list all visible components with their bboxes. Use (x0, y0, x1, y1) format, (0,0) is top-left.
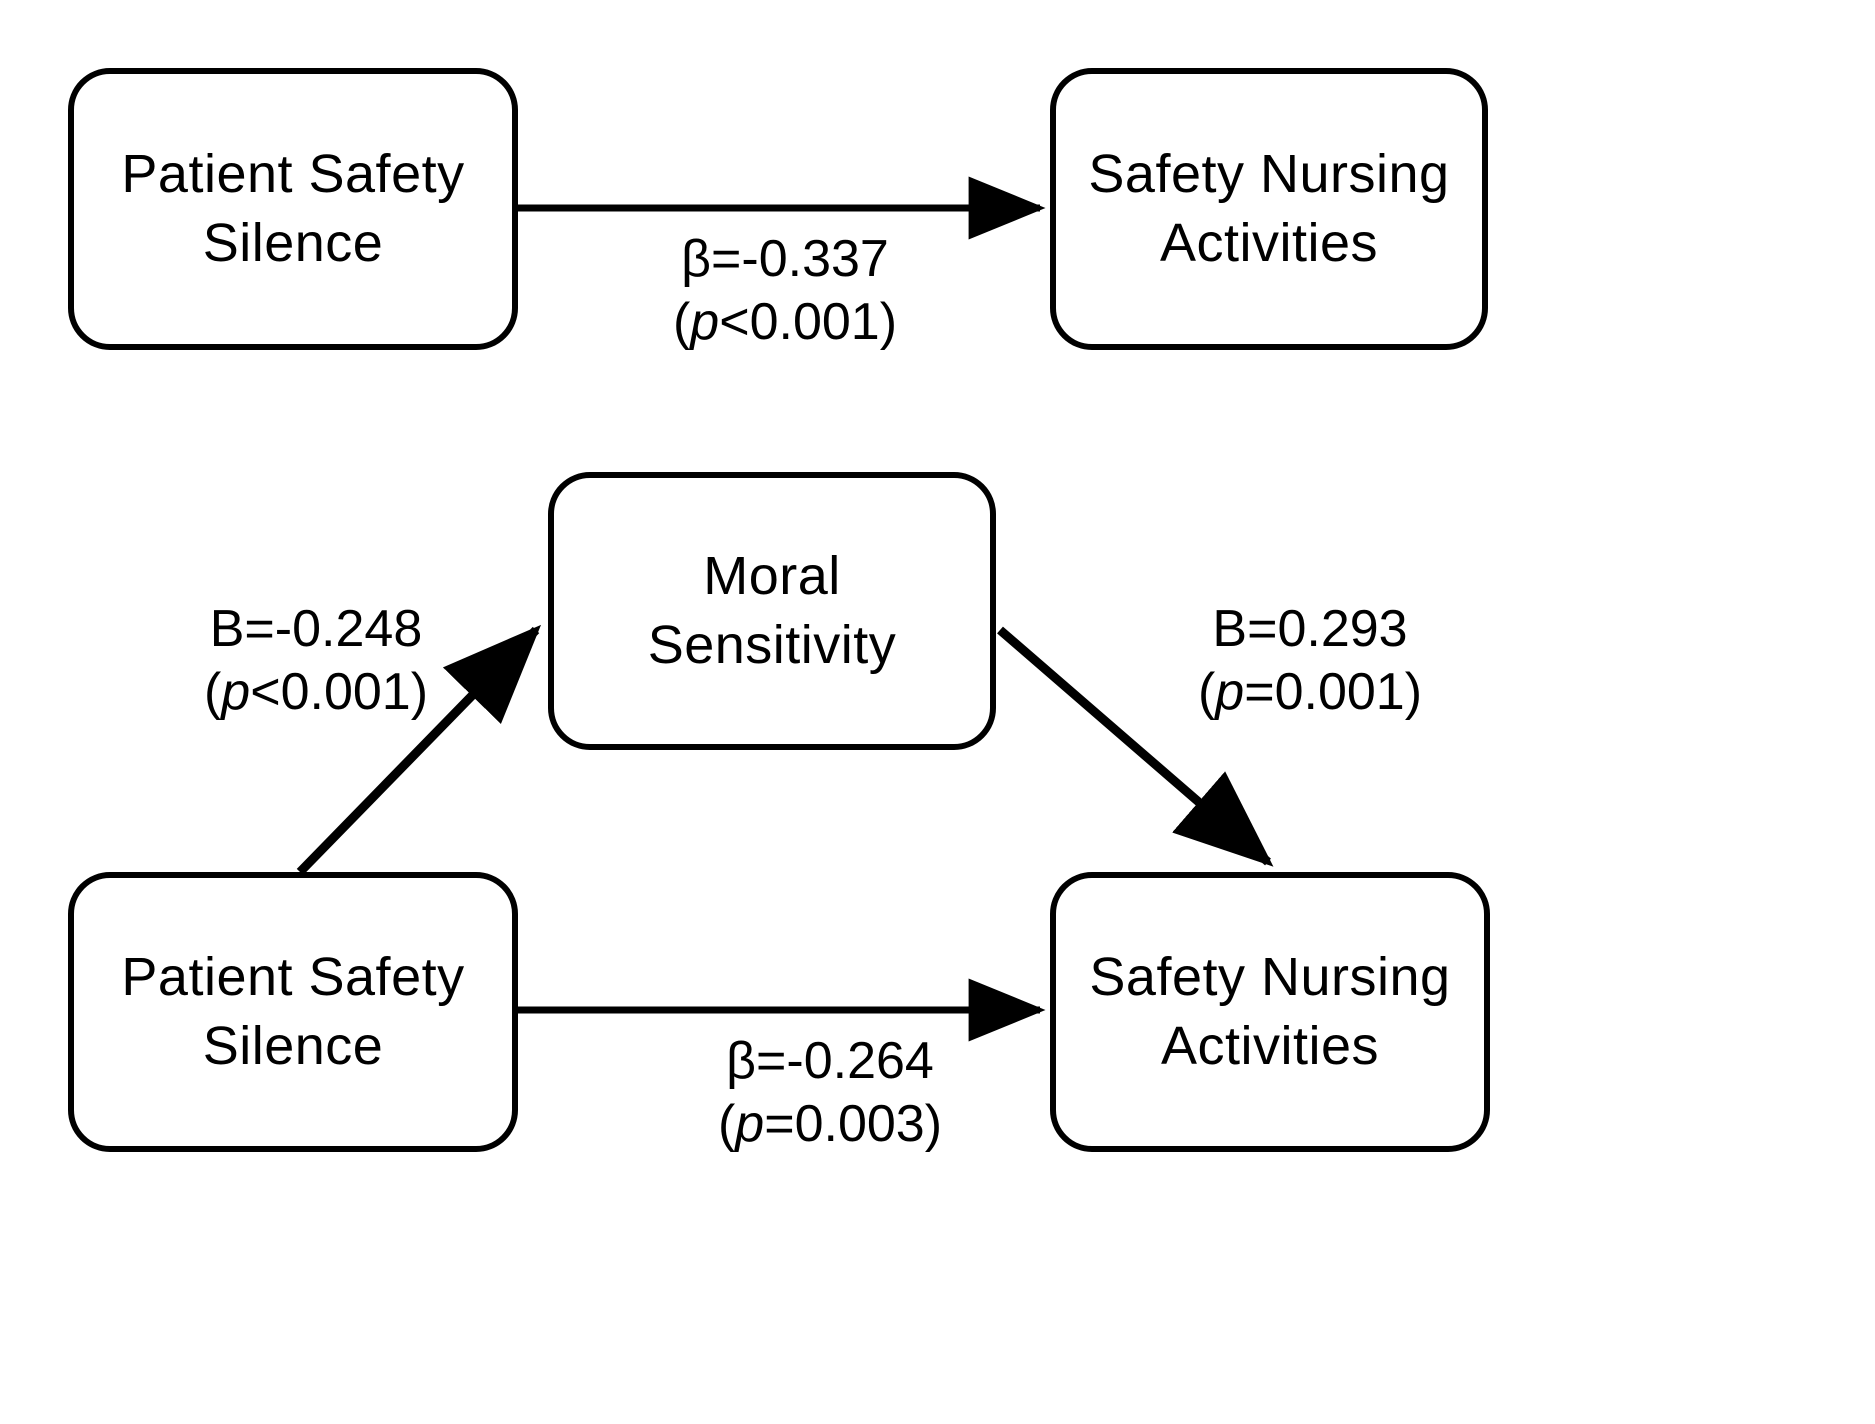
coefficient-text: β=-0.337 (681, 230, 889, 288)
edge-label-direct-path: β=-0.264 (p=0.003) (680, 1030, 980, 1157)
p-value-text: (p<0.001) (672, 293, 898, 352)
node-label: Safety Nursing Activities (1088, 143, 1450, 273)
coefficient-text: β=-0.264 (726, 1032, 934, 1090)
coefficient-text: B=0.293 (1212, 600, 1408, 658)
p-italic: p (690, 293, 720, 352)
node-label: Patient Safety Silence (121, 946, 465, 1076)
node-label: Safety Nursing Activities (1089, 946, 1451, 1076)
p-italic: p (221, 663, 251, 722)
edge-label-a-path: B=-0.248 (p<0.001) (166, 598, 466, 725)
edge-label-b-path: B=0.293 (p=0.001) (1160, 598, 1460, 725)
node-label: Moral Sensitivity (647, 545, 897, 675)
coefficient-text: B=-0.248 (209, 600, 423, 658)
node-moral-sensitivity[interactable]: Moral Sensitivity (548, 472, 996, 750)
p-value-text: (p<0.001) (203, 663, 429, 722)
node-patient-safety-silence-bottom[interactable]: Patient Safety Silence (68, 872, 518, 1152)
node-safety-nursing-activities-top[interactable]: Safety Nursing Activities (1050, 68, 1488, 350)
p-italic: p (1215, 663, 1245, 722)
p-value-text: (p=0.001) (1197, 663, 1423, 722)
node-safety-nursing-activities-bottom[interactable]: Safety Nursing Activities (1050, 872, 1490, 1152)
node-label: Patient Safety Silence (121, 143, 465, 273)
p-value-text: (p=0.003) (717, 1095, 943, 1154)
node-patient-safety-silence-top[interactable]: Patient Safety Silence (68, 68, 518, 350)
edge-label-top-total-effect: β=-0.337 (p<0.001) (640, 228, 930, 355)
p-italic: p (735, 1095, 765, 1154)
